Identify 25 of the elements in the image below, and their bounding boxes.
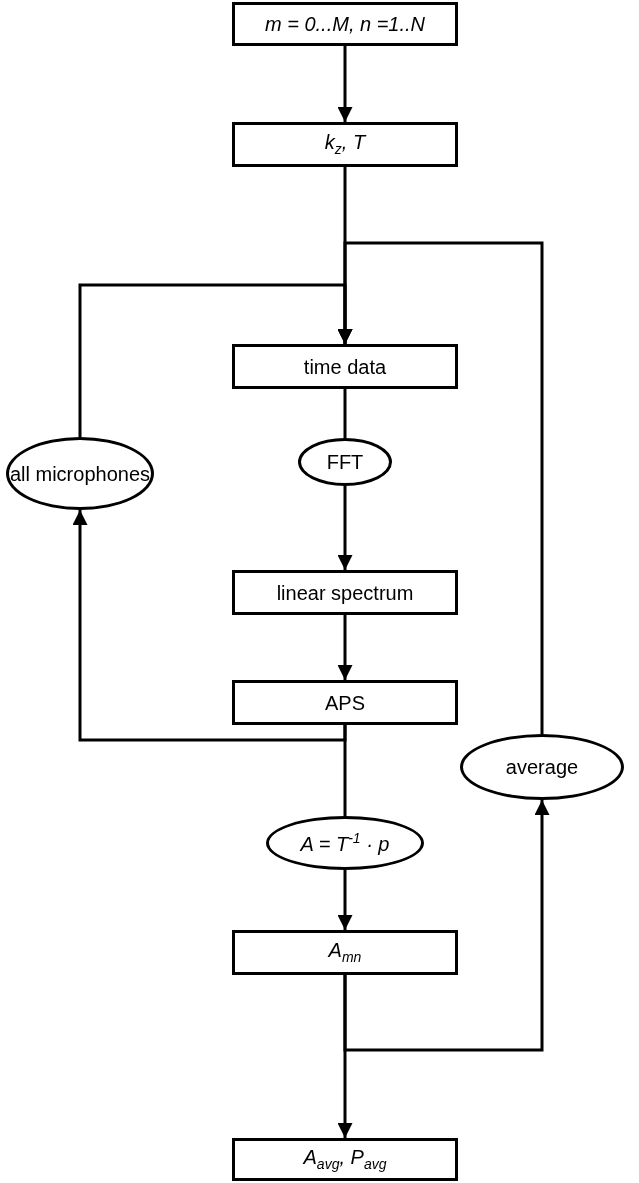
node-label: k$_{z}$, T [324, 131, 366, 158]
arrow [72, 510, 347, 742]
node-label: A$_{mn}$ [328, 939, 362, 966]
node-label: A = T$^{-1}$ · p [300, 831, 390, 855]
node-label: A$_{avg}$, P$_{avg}$ [303, 1146, 387, 1173]
arrow [337, 241, 544, 734]
process-box [232, 122, 458, 167]
node-label: APS [325, 691, 365, 714]
node-label: FFT [326, 451, 364, 473]
arrow [337, 486, 353, 570]
process-box [232, 344, 458, 389]
arrow [337, 46, 353, 122]
arrow [337, 870, 353, 930]
process-box [232, 2, 458, 46]
process-box [232, 570, 458, 615]
process-box [232, 1138, 458, 1181]
arrow [343, 800, 550, 1052]
arrow [337, 615, 353, 680]
node-label: all microphones [9, 462, 151, 485]
node-label: time data [303, 355, 387, 378]
process-box [232, 680, 458, 725]
process-box [232, 930, 458, 975]
node-label: average [505, 756, 579, 778]
node-label: m = 0...M, n =1..N [264, 13, 426, 35]
node-label: linear spectrum [276, 581, 414, 604]
